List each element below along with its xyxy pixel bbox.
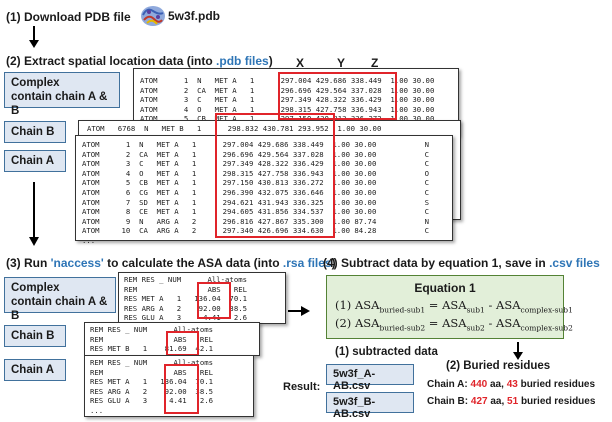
result-label: Result: <box>283 381 321 393</box>
rsa-chain-b-panel: REM RES _ NUM All-atoms REM ABS REL RES … <box>84 322 260 356</box>
xyz-highlight-chains <box>215 113 335 238</box>
pdb-chain-a-label: Chain A <box>4 150 66 172</box>
abs-highlight-chain-b <box>166 331 199 356</box>
protein-structure-icon <box>139 3 167 29</box>
step4-title: (4) Subtract data by equation 1, save in… <box>323 256 600 270</box>
chain-b-buried: Chain B: 427 aa, 51 buried residues <box>427 396 596 407</box>
pdb-complex-panel: ATOM 1 N MET A 1 297.004 429.686 338.449… <box>133 68 459 136</box>
equation-title: Equation 1 <box>414 281 476 295</box>
rsa-chain-a-label: Chain A <box>4 359 66 381</box>
pdb-chain-b-label: Chain B <box>4 121 66 143</box>
pdb-chain-a-text: ATOM 1 N MET A 1 297.004 429.686 338.449… <box>82 140 430 245</box>
csv-file-b[interactable]: 5w3f_B-AB.csv <box>326 392 414 420</box>
step2-title: (2) Extract spatial location data (into … <box>6 54 273 68</box>
abs-highlight-complex <box>197 282 231 319</box>
pdb-complex-text: ATOM 1 N MET A 1 297.004 429.686 338.449… <box>140 76 435 124</box>
down-arrow-icon <box>29 26 39 53</box>
column-z-label: Z <box>371 56 379 70</box>
pdb-file-name: 5w3f.pdb <box>168 9 221 23</box>
chain-a-buried: Chain A: 440 aa, 43 buried residues <box>427 379 596 390</box>
rsa-chain-b-text: REM RES _ NUM All-atoms REM ABS REL RES … <box>90 325 214 354</box>
pdb-complex-label: Complex contain chain A & B <box>4 72 120 117</box>
column-x-label: X <box>296 56 305 70</box>
pdb-chain-a-panel: ATOM 1 N MET A 1 297.004 429.686 338.449… <box>75 135 453 245</box>
equation-box: Equation 1 (1) ASAburied-sub1 = ASAsub1 … <box>326 275 573 339</box>
subtracted-data-label: (1) subtracted data <box>335 346 438 358</box>
xyz-highlight-complex <box>278 72 397 120</box>
down-arrow-icon <box>29 182 39 251</box>
abs-highlight-chain-a <box>164 364 199 414</box>
step1-title: (1) Download PDB file <box>6 10 131 24</box>
equation-line-2: (2) ASAburied-sub2 = ASAsub2 - ASAcomple… <box>335 316 573 333</box>
buried-residues-label: (2) Buried residues <box>446 360 551 372</box>
pdb-chain-b-text: ATOM 6768 N MET B 1 298.832 430.781 293.… <box>87 124 382 133</box>
step3-title: (3) Run 'naccess' to calculate the ASA d… <box>6 256 336 270</box>
column-y-label: Y <box>337 56 346 70</box>
down-arrow-icon <box>513 342 523 365</box>
rsa-complex-label: Complex contain chain A & B <box>4 277 116 322</box>
rsa-chain-b-label: Chain B <box>4 325 66 347</box>
equation-line-1: (1) ASAburied-sub1 = ASAsub1 - ASAcomple… <box>335 298 573 315</box>
rsa-chain-a-text: REM RES _ NUM All-atoms REM ABS REL RES … <box>90 358 214 415</box>
csv-file-a[interactable]: 5w3f_A-AB.csv <box>326 364 414 392</box>
right-arrow-icon <box>288 303 310 321</box>
